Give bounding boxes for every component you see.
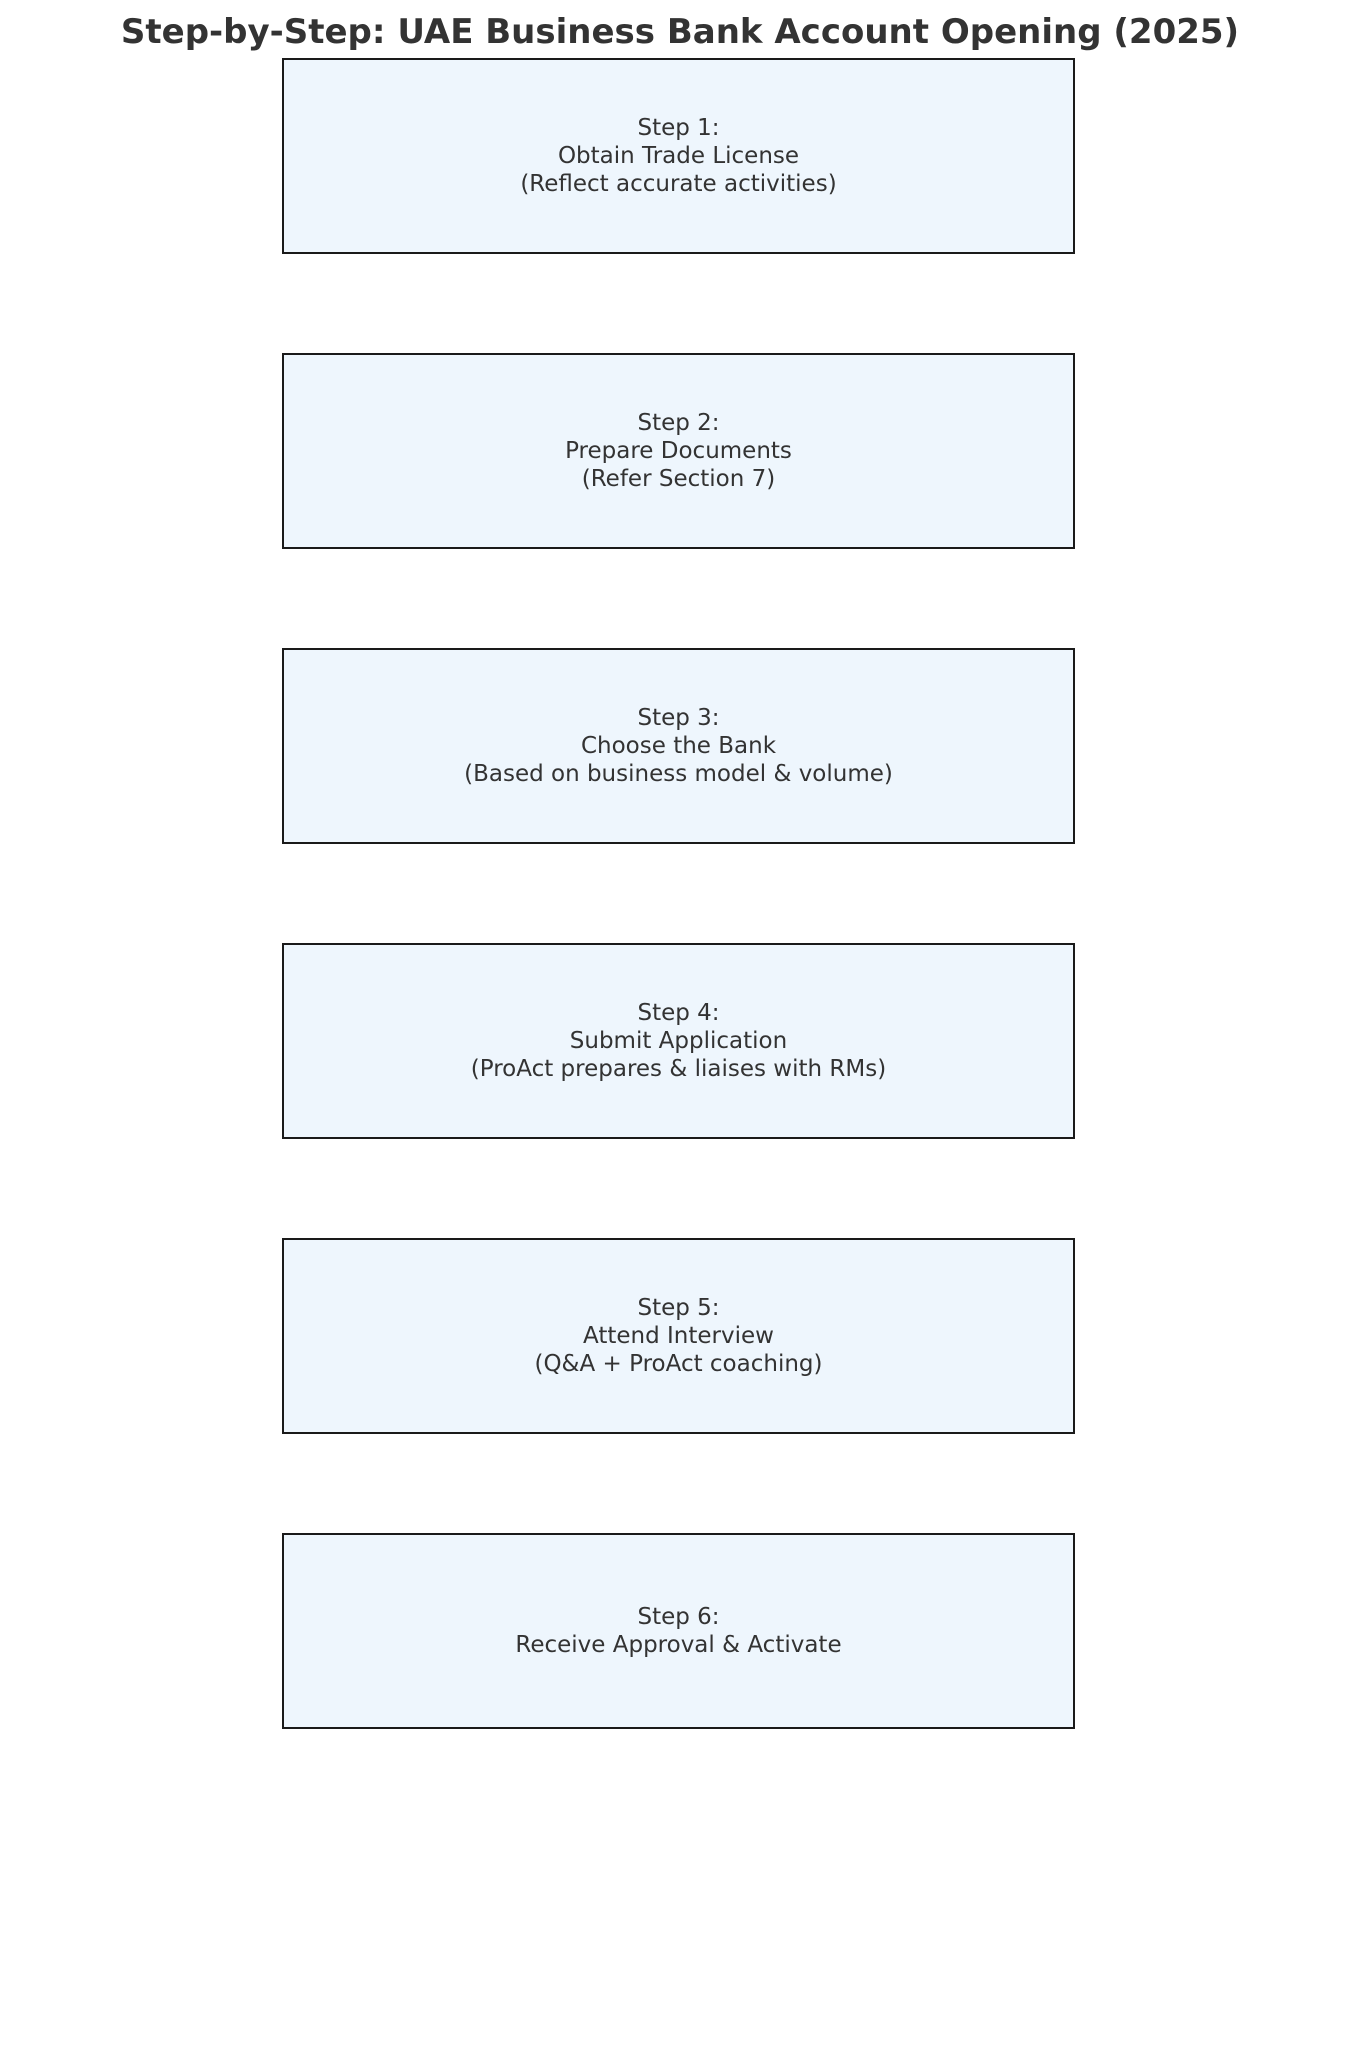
step-1-action: Obtain Trade License	[557, 143, 800, 169]
step-3-note: (Based on business model & volume)	[464, 761, 893, 787]
step-1-note: (Reflect accurate activities)	[520, 171, 837, 197]
step-box-2: Step 2: Prepare Documents (Refer Section…	[282, 353, 1075, 549]
step-3-action: Choose the Bank	[580, 733, 777, 759]
step-box-5: Step 5: Attend Interview (Q&A + ProAct c…	[282, 1238, 1075, 1434]
step-box-4: Step 4: Submit Application (ProAct prepa…	[282, 943, 1075, 1139]
step-4-action: Submit Application	[569, 1028, 788, 1054]
diagram-title: Step-by-Step: UAE Business Bank Account …	[120, 12, 1240, 52]
step-5-action: Attend Interview	[583, 1323, 774, 1349]
step-2-heading: Step 2:	[637, 410, 720, 436]
step-5-heading: Step 5:	[637, 1295, 720, 1321]
step-box-3: Step 3: Choose the Bank (Based on busine…	[282, 648, 1075, 844]
step-4-heading: Step 4:	[637, 1000, 720, 1026]
step-1-heading: Step 1:	[637, 115, 720, 141]
step-box-6: Step 6: Receive Approval & Activate	[282, 1533, 1075, 1729]
step-6-heading: Step 6:	[637, 1604, 720, 1630]
step-box-1: Step 1: Obtain Trade License (Reflect ac…	[282, 58, 1075, 254]
step-6-action: Receive Approval & Activate	[515, 1632, 842, 1658]
step-5-note: (Q&A + ProAct coaching)	[534, 1351, 823, 1377]
step-2-action: Prepare Documents	[565, 438, 792, 464]
step-4-note: (ProAct prepares & liaises with RMs)	[470, 1056, 887, 1082]
step-2-note: (Refer Section 7)	[581, 466, 776, 492]
step-3-heading: Step 3:	[637, 705, 720, 731]
